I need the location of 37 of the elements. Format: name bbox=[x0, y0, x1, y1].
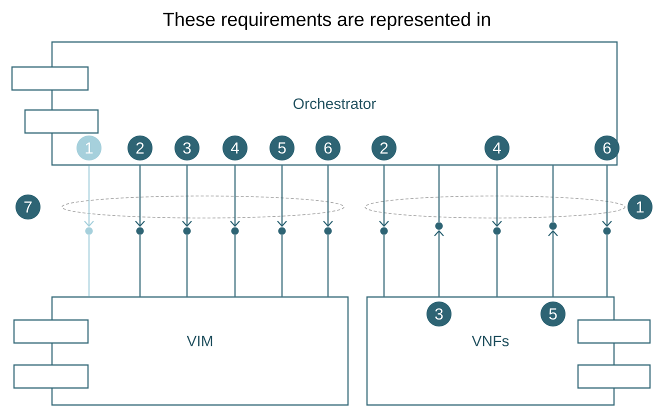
arrow bbox=[434, 230, 444, 296]
number-badge: 5 bbox=[540, 302, 566, 326]
interface-dot bbox=[85, 227, 93, 235]
title: These requirements are represented in bbox=[163, 12, 490, 30]
number-badge: 6 bbox=[594, 136, 620, 160]
arrow bbox=[492, 166, 502, 227]
interface-dot bbox=[183, 227, 191, 235]
interface-dot bbox=[380, 227, 388, 235]
number-badge: 2 bbox=[128, 136, 152, 160]
interface-dot bbox=[493, 227, 501, 235]
number-badge: 4 bbox=[222, 136, 248, 160]
interface-dot bbox=[278, 227, 286, 235]
arrow bbox=[230, 166, 240, 227]
interface-dot bbox=[549, 222, 557, 230]
interface-dot bbox=[603, 227, 611, 235]
number-badge: 1 bbox=[628, 194, 652, 220]
arrow bbox=[277, 166, 287, 227]
interface-dot bbox=[231, 227, 239, 235]
arrow bbox=[379, 166, 389, 227]
number-badge: 5 bbox=[270, 136, 294, 160]
interface-dot bbox=[324, 227, 332, 235]
number-badge: 6 bbox=[316, 136, 340, 160]
component-box: VIM bbox=[13, 296, 349, 406]
arrow bbox=[135, 166, 145, 227]
arrow bbox=[182, 166, 192, 227]
number-badge: 3 bbox=[174, 136, 200, 160]
number-badge: 4 bbox=[484, 136, 510, 160]
interface-dot bbox=[136, 227, 144, 235]
interface-dot bbox=[435, 222, 443, 230]
arrow bbox=[84, 166, 94, 227]
arrow bbox=[323, 166, 333, 227]
number-badge: 7 bbox=[16, 194, 40, 220]
number-badge: 3 bbox=[426, 302, 452, 326]
number-badge: 1 bbox=[76, 136, 102, 160]
number-badge: 2 bbox=[372, 136, 396, 160]
arrow bbox=[602, 166, 612, 227]
arrow bbox=[548, 230, 558, 296]
